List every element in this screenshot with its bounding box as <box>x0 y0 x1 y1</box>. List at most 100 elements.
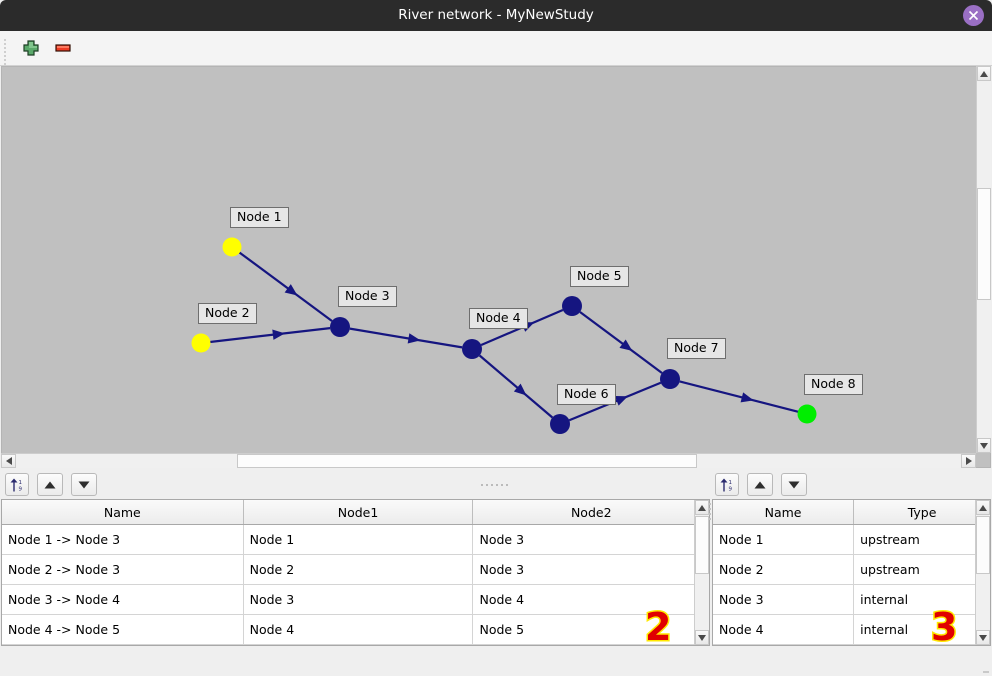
nodes-table-vertical-scrollbar[interactable] <box>975 500 990 645</box>
canvas-vscroll-thumb[interactable] <box>977 188 991 300</box>
canvas-vertical-scrollbar[interactable] <box>976 66 991 453</box>
canvas-horizontal-scrollbar[interactable] <box>1 453 976 468</box>
table-cell[interactable]: Node 5 <box>472 614 709 645</box>
nodes-vscroll-thumb[interactable] <box>976 516 990 574</box>
toolbar-grip[interactable] <box>3 37 7 65</box>
graph-node[interactable] <box>222 237 242 257</box>
table-cell[interactable] <box>243 644 474 645</box>
links-sort-button[interactable]: 1 9 <box>5 473 29 496</box>
graph-node[interactable] <box>562 296 582 316</box>
graph-edge[interactable] <box>478 354 554 419</box>
table-cell[interactable]: Node 3 -> Node 4 <box>2 584 244 615</box>
graph-node-label[interactable]: Node 2 <box>198 303 257 324</box>
table-cell[interactable]: Node 1 -> Node 3 <box>2 524 244 555</box>
sort-icon: 1 9 <box>720 478 733 492</box>
table-cell[interactable]: Node 4 <box>713 614 855 645</box>
svg-text:9: 9 <box>729 486 733 492</box>
graph-node[interactable] <box>797 404 817 424</box>
table-cell[interactable] <box>853 644 990 645</box>
scroll-up-button[interactable] <box>977 66 991 81</box>
graph-node-label[interactable]: Node 8 <box>804 374 863 395</box>
links-scroll-down-button[interactable] <box>695 630 709 645</box>
nodes-scroll-down-button[interactable] <box>976 630 990 645</box>
graph-edge[interactable] <box>209 327 331 344</box>
graph-node[interactable] <box>660 369 680 389</box>
nodes-scroll-up-button[interactable] <box>976 500 990 515</box>
table-cell[interactable]: internal <box>853 584 990 615</box>
graph-node-label[interactable]: Node 1 <box>230 207 289 228</box>
graph-node-label[interactable]: Node 4 <box>469 308 528 329</box>
graph-node[interactable] <box>550 414 570 434</box>
nodes-sort-button[interactable]: 1 9 <box>715 473 739 496</box>
graph-edge[interactable] <box>579 311 663 374</box>
table-cell[interactable]: upstream <box>853 524 990 555</box>
column-header-name[interactable]: Name <box>713 500 855 525</box>
graph-edge[interactable] <box>679 380 799 413</box>
table-cell[interactable]: Node 4 <box>472 584 709 615</box>
edge-layer <box>209 251 799 422</box>
table-cell[interactable]: Node 1 <box>243 524 474 555</box>
table-cell[interactable]: Node 4 <box>243 614 474 645</box>
scroll-down-button[interactable] <box>977 438 991 453</box>
table-empty-row[interactable] <box>713 644 990 645</box>
column-header-node1[interactable]: Node1 <box>243 500 474 525</box>
table-cell[interactable]: Node 2 -> Node 3 <box>2 554 244 585</box>
table-cell[interactable]: upstream <box>853 554 990 585</box>
table-cell[interactable]: Node 3 <box>243 584 474 615</box>
close-button[interactable] <box>963 5 984 26</box>
links-move-down-button[interactable] <box>71 473 97 496</box>
graph-edge[interactable] <box>238 251 333 322</box>
graph-node[interactable] <box>191 333 211 353</box>
resize-grip[interactable] <box>983 669 989 673</box>
canvas-hscroll-thumb[interactable] <box>237 454 697 468</box>
graph-edge[interactable] <box>349 327 463 349</box>
splitter-grip <box>481 471 511 490</box>
table-cell[interactable]: Node 3 <box>472 524 709 555</box>
column-header-node2[interactable]: Node2 <box>472 500 709 525</box>
graph-node-label[interactable]: Node 5 <box>570 266 629 287</box>
links-move-up-button[interactable] <box>37 473 63 496</box>
graph-node-label[interactable]: Node 6 <box>557 384 616 405</box>
network-graph-canvas[interactable]: Node 1 Node 2 Node 3 Node 4 Node 5 Node 6 Node… <box>1 66 991 468</box>
column-header-type[interactable]: Type <box>853 500 990 525</box>
table-cell[interactable]: Node 2 <box>713 554 855 585</box>
vertical-splitter[interactable] <box>708 500 712 660</box>
table-cell[interactable] <box>2 644 244 645</box>
table-empty-row[interactable] <box>2 644 709 645</box>
table-cell[interactable]: Node 1 <box>713 524 855 555</box>
graph-node[interactable] <box>330 317 350 337</box>
graph-node-label[interactable]: Node 3 <box>338 286 397 307</box>
table-cell[interactable] <box>472 644 709 645</box>
table-cell[interactable]: Node 3 <box>472 554 709 585</box>
horizontal-splitter[interactable] <box>1 468 991 486</box>
table-cell[interactable] <box>713 644 855 645</box>
table-cell[interactable]: Node 3 <box>713 584 855 615</box>
links-table-vertical-scrollbar[interactable] <box>694 500 709 645</box>
table-cell[interactable]: Node 4 -> Node 5 <box>2 614 244 645</box>
nodes-move-down-button[interactable] <box>781 473 807 496</box>
scroll-right-button[interactable] <box>961 454 976 468</box>
nodes-move-up-button[interactable] <box>747 473 773 496</box>
delete-node-button[interactable] <box>52 37 74 59</box>
scroll-left-button[interactable] <box>1 454 16 468</box>
table-cell[interactable]: Node 2 <box>243 554 474 585</box>
add-node-button[interactable] <box>20 37 42 59</box>
links-scroll-up-button[interactable] <box>695 500 709 515</box>
links-vscroll-thumb[interactable] <box>695 516 709 574</box>
table-cell[interactable]: internal <box>853 614 990 645</box>
graph-node[interactable] <box>462 339 482 359</box>
column-header-name[interactable]: Name <box>2 500 244 525</box>
graph-node-label[interactable]: Node 7 <box>667 338 726 359</box>
annotation-2: 2 <box>643 605 673 649</box>
